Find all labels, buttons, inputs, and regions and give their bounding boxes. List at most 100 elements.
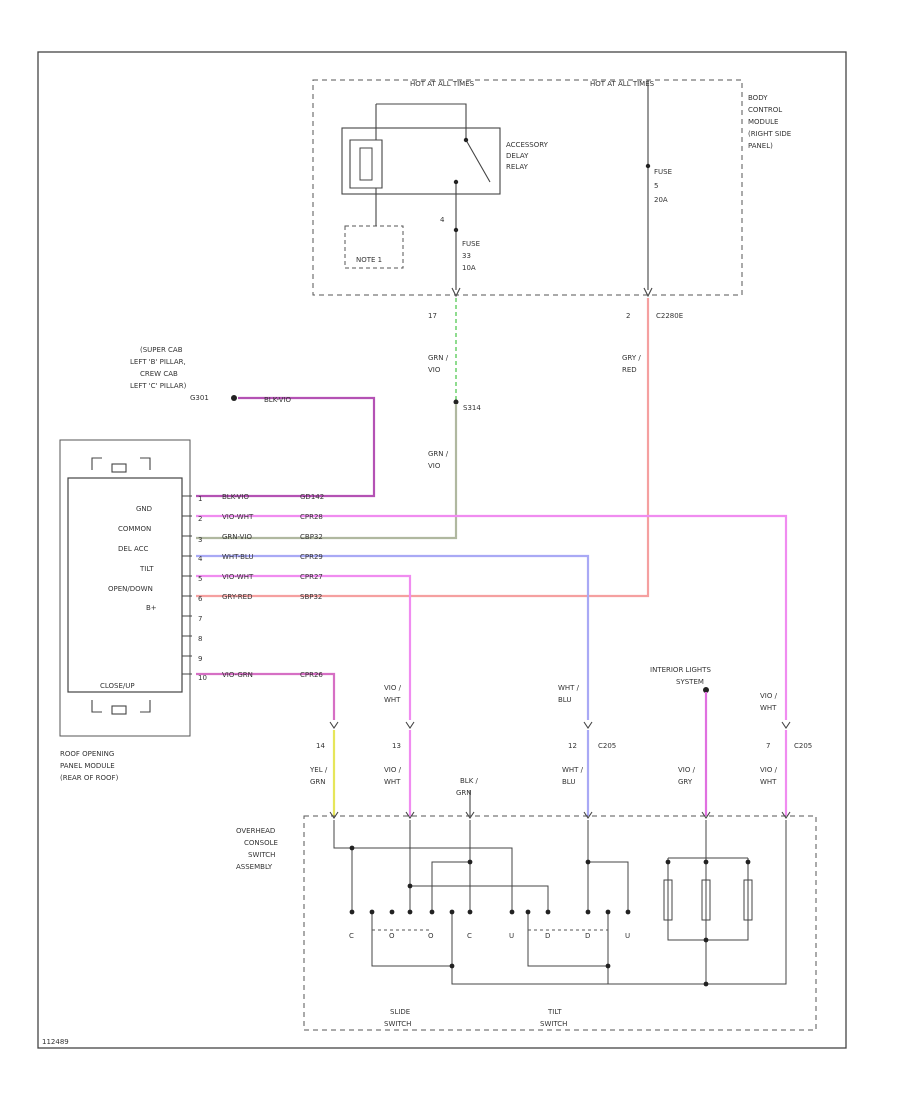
module-pin-ticks (182, 495, 192, 675)
svg-text:5: 5 (654, 182, 658, 190)
svg-text:CBP32: CBP32 (300, 533, 323, 541)
svg-text:C: C (467, 932, 472, 940)
pin-14: 14 (316, 742, 325, 750)
svg-text:VIO-WHT: VIO-WHT (222, 573, 254, 581)
svg-text:10A: 10A (462, 264, 476, 272)
switch-position-labels: C O O C U D D U (349, 932, 630, 940)
wire-grn-vio (196, 404, 458, 540)
wire-label-blk-vio-top: BLK-VIO (264, 396, 292, 404)
svg-text:VIO /: VIO / (384, 766, 402, 774)
svg-text:20A: 20A (654, 196, 668, 204)
svg-text:O: O (428, 932, 434, 940)
hot-label-1: HOT AT ALL TIMES (410, 80, 475, 88)
svg-text:GRN /: GRN / (428, 354, 449, 362)
switch-contacts (349, 845, 709, 987)
svg-text:9: 9 (198, 655, 202, 663)
svg-text:WHT /: WHT / (558, 684, 580, 692)
accessory-delay-relay (341, 127, 501, 195)
svg-text:BLU: BLU (558, 696, 571, 704)
svg-text:2: 2 (198, 515, 202, 523)
svg-text:VIO-GRN: VIO-GRN (222, 671, 253, 679)
note-label: NOTE 1 (356, 256, 382, 264)
wire-label-yel-grn: YEL / GRN (309, 766, 328, 786)
svg-text:ROOF OPENING: ROOF OPENING (60, 750, 114, 758)
console-label: OVERHEAD CONSOLE SWITCH ASSEMBLY (236, 827, 278, 871)
svg-text:1: 1 (198, 495, 202, 503)
module-wire-colors: BLK-VIO VIO-WHT GRN-VIO WHT-BLU VIO-WHT … (222, 493, 254, 679)
fuse-33: FUSE 33 10A (462, 240, 480, 272)
svg-text:GRN: GRN (456, 789, 472, 797)
wire-label-grn-vio-1: GRN / VIO (428, 354, 449, 374)
console-pins (329, 811, 791, 819)
svg-text:TILT: TILT (139, 565, 154, 573)
svg-text:PANEL): PANEL) (748, 142, 773, 150)
svg-text:SWITCH: SWITCH (248, 851, 275, 859)
svg-text:VIO: VIO (428, 366, 441, 374)
svg-text:BLU: BLU (562, 778, 575, 786)
svg-text:LEFT 'C' PILLAR): LEFT 'C' PILLAR) (130, 382, 187, 390)
wire-label-blk-grn: BLK / GRN (456, 777, 479, 797)
roof-module-inner (67, 477, 183, 693)
svg-text:O: O (389, 932, 395, 940)
wire-wht-blu (196, 554, 590, 720)
svg-text:GND: GND (136, 505, 152, 513)
svg-text:WHT: WHT (760, 778, 777, 786)
svg-text:FUSE: FUSE (654, 168, 672, 176)
module-circuits: GD142 CPR28 CBP32 CPR29 CPR27 SBP32 CPR2… (300, 493, 324, 679)
svg-text:GRY /: GRY / (622, 354, 641, 362)
slide-switch-label: SLIDE SWITCH (384, 1008, 411, 1028)
relay-pin-4: 4 (440, 216, 445, 224)
wire-label-vio-wht-d: VIO / WHT (760, 766, 778, 786)
diagram-frame (37, 51, 847, 1049)
bcm-box (312, 79, 743, 296)
wire-label-wht-blu-b: WHT / BLU (562, 766, 584, 786)
c205-a: C205 (598, 742, 616, 750)
svg-text:GRN: GRN (310, 778, 326, 786)
svg-text:VIO: VIO (428, 462, 441, 470)
svg-text:10: 10 (198, 674, 207, 682)
svg-text:CPR27: CPR27 (300, 573, 323, 581)
svg-text:RELAY: RELAY (506, 163, 529, 171)
svg-text:LEFT 'B' PILLAR,: LEFT 'B' PILLAR, (130, 358, 186, 366)
svg-text:D: D (545, 932, 550, 940)
pin-2: 2 (626, 312, 630, 320)
svg-text:OVERHEAD: OVERHEAD (236, 827, 275, 835)
wire-label-grn-vio-2: GRN / VIO (428, 450, 449, 470)
bcm-label: BODY CONTROL MODULE (RIGHT SIDE PANEL) (748, 94, 791, 150)
svg-text:(RIGHT SIDE: (RIGHT SIDE (748, 130, 791, 138)
connector-c2280e: C2280E (656, 312, 683, 320)
svg-text:(REAR OF ROOF): (REAR OF ROOF) (60, 774, 119, 782)
svg-text:SWITCH: SWITCH (384, 1020, 411, 1028)
svg-text:SYSTEM: SYSTEM (676, 678, 704, 686)
svg-text:(SUPER CAB: (SUPER CAB (140, 346, 183, 354)
svg-text:33: 33 (462, 252, 471, 260)
pin-12: 12 (568, 742, 577, 750)
svg-text:INTERIOR LIGHTS: INTERIOR LIGHTS (650, 666, 711, 674)
svg-text:VIO-WHT: VIO-WHT (222, 513, 254, 521)
svg-text:SBP32: SBP32 (300, 593, 322, 601)
svg-text:GD142: GD142 (300, 493, 324, 501)
wire-vio-grn (196, 672, 336, 720)
wire-label-vio-wht-a: VIO / WHT (384, 684, 402, 704)
module-pin-labels: GND COMMON DEL ACC TILT OPEN/DOWN B+ CLO… (100, 505, 157, 690)
svg-text:GRN-VIO: GRN-VIO (222, 533, 252, 541)
relay-label: ACCESSORY DELAY RELAY (506, 141, 549, 171)
pin-7: 7 (766, 742, 770, 750)
lamp-contacts (665, 859, 751, 865)
svg-text:DEL ACC: DEL ACC (118, 545, 148, 553)
svg-text:GRY: GRY (678, 778, 693, 786)
ground-label: (SUPER CAB LEFT 'B' PILLAR, CREW CAB LEF… (130, 346, 209, 402)
svg-text:WHT-BLU: WHT-BLU (222, 553, 254, 561)
relay-coil (359, 147, 373, 181)
svg-text:B+: B+ (146, 604, 157, 612)
hot-label-2: HOT AT ALL TIMES (590, 80, 655, 88)
wire-label-vio-wht-b: VIO / WHT (760, 692, 778, 712)
svg-text:FUSE: FUSE (462, 240, 480, 248)
wire-label-vio-gry: VIO / GRY (678, 766, 696, 786)
roof-module-outer (59, 439, 191, 737)
svg-text:WHT /: WHT / (562, 766, 584, 774)
svg-text:ACCESSORY: ACCESSORY (506, 141, 549, 149)
note-box (344, 225, 404, 269)
svg-text:WHT: WHT (760, 704, 777, 712)
